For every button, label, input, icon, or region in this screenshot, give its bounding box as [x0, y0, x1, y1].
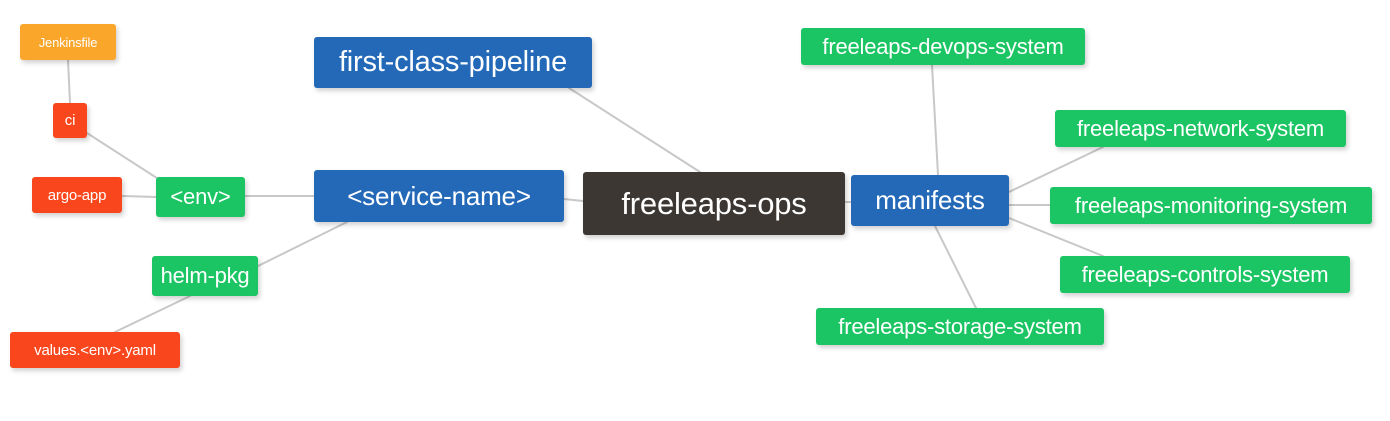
node-network-system[interactable]: freeleaps-network-system — [1055, 110, 1346, 147]
node-label: freeleaps-network-system — [1076, 115, 1325, 141]
node-label: first-class-pipeline — [338, 46, 568, 78]
node-label: argo-app — [47, 186, 107, 204]
node-label: freeleaps-monitoring-system — [1074, 192, 1348, 218]
node-devops-system[interactable]: freeleaps-devops-system — [801, 28, 1085, 65]
node-values-yaml[interactable]: values.<env>.yaml — [10, 332, 180, 368]
node-controls-system[interactable]: freeleaps-controls-system — [1060, 256, 1350, 293]
node-storage-system[interactable]: freeleaps-storage-system — [816, 308, 1104, 345]
node-monitoring-system[interactable]: freeleaps-monitoring-system — [1050, 187, 1372, 224]
node-first-class-pipeline[interactable]: first-class-pipeline — [314, 37, 592, 88]
node-ci[interactable]: ci — [53, 103, 87, 138]
node-freeleaps-ops[interactable]: freeleaps-ops — [583, 172, 845, 235]
edge-service-name-to-freeleaps-ops — [563, 198, 584, 202]
node-label: <env> — [170, 184, 231, 209]
node-label: <service-name> — [347, 180, 531, 211]
node-label: helm-pkg — [160, 263, 250, 288]
edge-values-yaml-to-helm-pkg — [114, 295, 191, 333]
node-manifests[interactable]: manifests — [851, 175, 1009, 226]
edge-jenkinsfile-to-ci — [67, 59, 71, 104]
edge-argo-app-to-env — [121, 195, 157, 198]
node-label: freeleaps-storage-system — [838, 313, 1082, 339]
edge-manifests-to-devops-system — [931, 64, 939, 176]
edge-ci-to-env — [86, 132, 161, 181]
edge-first-class-pipeline-to-freeleaps-ops — [568, 87, 701, 173]
node-label: ci — [64, 112, 76, 129]
edge-manifests-to-storage-system — [934, 225, 977, 309]
node-label: Jenkinsfile — [38, 34, 98, 50]
node-label: manifests — [875, 185, 985, 215]
node-label: freeleaps-controls-system — [1081, 261, 1329, 287]
node-service-name[interactable]: <service-name> — [314, 170, 564, 222]
edge-helm-pkg-to-service-name — [257, 221, 348, 267]
node-label: freeleaps-devops-system — [822, 33, 1064, 59]
edge-manifests-to-network-system — [1008, 146, 1104, 193]
node-argo-app[interactable]: argo-app — [32, 177, 122, 213]
node-label: freeleaps-ops — [621, 185, 807, 221]
node-label: values.<env>.yaml — [34, 341, 156, 359]
node-env[interactable]: <env> — [156, 177, 245, 217]
node-jenkinsfile[interactable]: Jenkinsfile — [20, 24, 116, 60]
node-helm-pkg[interactable]: helm-pkg — [152, 256, 258, 296]
